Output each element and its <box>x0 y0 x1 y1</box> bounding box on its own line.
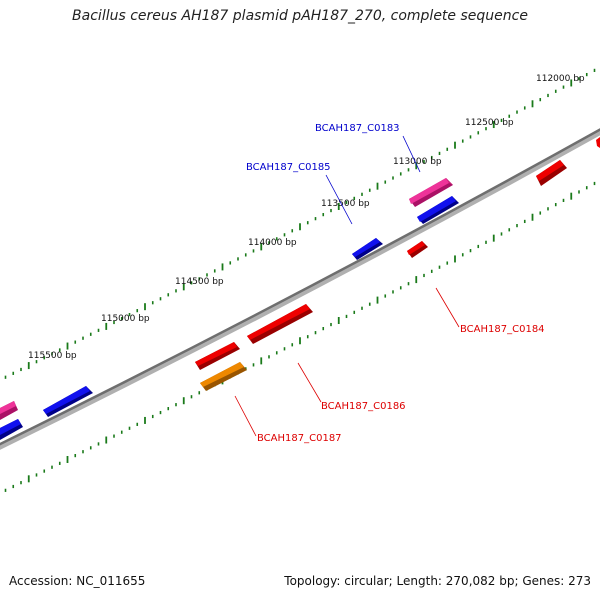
position-label: 112000 bp <box>536 74 585 84</box>
backbone <box>0 128 600 450</box>
accession-text: Accession: NC_011655 <box>9 574 146 588</box>
gene-c0186[interactable] <box>247 304 313 344</box>
gene-c0184[interactable] <box>407 241 428 258</box>
gene-label-c0184[interactable]: BCAH187_C0184 <box>460 324 545 335</box>
position-label: 115000 bp <box>101 314 150 324</box>
gene-label-c0185[interactable]: BCAH187_C0185 <box>246 162 331 173</box>
gene-red-112200[interactable] <box>536 160 567 186</box>
gene-blue-115500[interactable] <box>43 386 93 417</box>
map-title: Bacillus cereus AH187 plasmid pAH187_270… <box>72 8 528 24</box>
gene-label-c0183[interactable]: BCAH187_C0183 <box>315 123 400 134</box>
gene-label-c0187[interactable]: BCAH187_C0187 <box>257 433 342 444</box>
gene-pink-edge[interactable] <box>0 401 18 420</box>
position-label: 114000 bp <box>248 238 297 248</box>
topology-text: Topology: circular; Length: 270,082 bp; … <box>284 574 591 588</box>
gene-red-edge-right[interactable] <box>596 137 600 148</box>
tick-row-reverse <box>4 181 596 492</box>
leader-lines <box>234 135 460 437</box>
position-labels: 112000 bp 112500 bp 113000 bp 113500 bp … <box>28 74 585 361</box>
reverse-genes <box>195 137 600 391</box>
gene-red-114700[interactable] <box>195 342 240 370</box>
position-label: 113500 bp <box>321 199 370 209</box>
position-label: 112500 bp <box>465 118 514 128</box>
position-label: 115500 bp <box>28 351 77 361</box>
forward-genes <box>0 178 459 440</box>
gene-blue-113000[interactable] <box>417 196 459 224</box>
gene-c0183[interactable] <box>409 178 453 207</box>
position-label: 113000 bp <box>393 157 442 167</box>
tick-row-forward <box>4 68 596 379</box>
position-label: 114500 bp <box>175 277 224 287</box>
gene-label-c0186[interactable]: BCAH187_C0186 <box>321 401 406 412</box>
gene-c0185[interactable] <box>352 238 383 260</box>
gene-c0187[interactable] <box>200 362 247 391</box>
gene-blue-edge[interactable] <box>0 419 23 440</box>
gene-labels: BCAH187_C0183 BCAH187_C0185 BCAH187_C018… <box>246 123 545 444</box>
